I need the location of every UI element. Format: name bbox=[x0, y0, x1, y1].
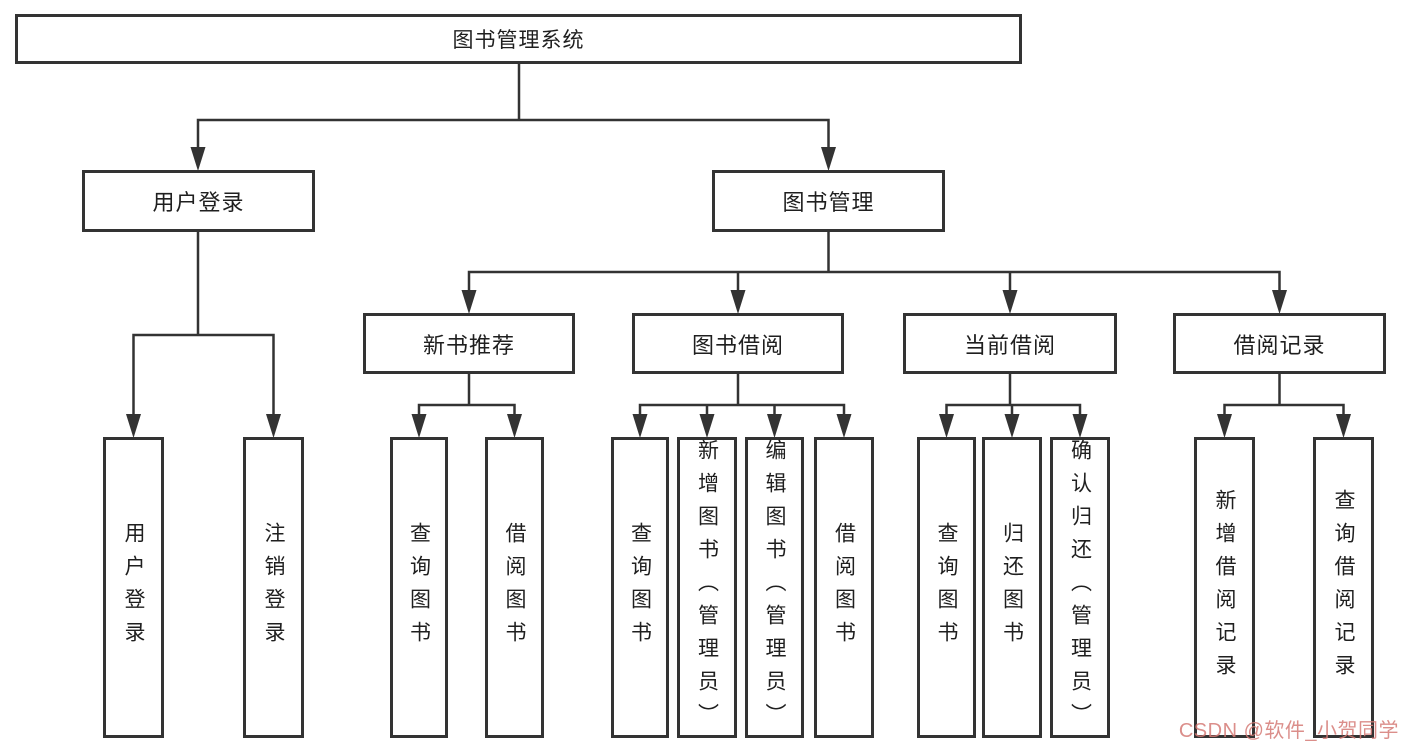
leaf-query-borrow-record-label: 查询借阅记录 bbox=[1332, 488, 1355, 687]
leaf-add-borrow-record: 新增借阅记录 bbox=[1194, 437, 1255, 738]
node-borrow-records: 借阅记录 bbox=[1173, 313, 1386, 374]
node-root-label: 图书管理系统 bbox=[452, 29, 585, 52]
leaf-edit-books-admin-label: 编辑图书（管理员） bbox=[763, 439, 786, 736]
connector-borrow-records bbox=[1223, 372, 1345, 417]
leaf-return-books-label: 归还图书 bbox=[1000, 521, 1024, 654]
leaf-query-books-1-label: 查询图书 bbox=[407, 521, 431, 654]
node-root: 图书管理系统 bbox=[15, 14, 1022, 64]
arrowhead-icon bbox=[1336, 414, 1351, 438]
leaf-query-books-2-label: 查询图书 bbox=[628, 521, 652, 654]
arrowhead-icon bbox=[939, 414, 954, 438]
arrowhead-icon bbox=[730, 290, 746, 314]
node-user-login-label: 用户登录 bbox=[152, 190, 245, 215]
leaf-borrow-books-1: 借阅图书 bbox=[485, 437, 544, 738]
leaf-add-books-admin: 新增图书（管理员） bbox=[677, 437, 737, 738]
leaf-query-books-2: 查询图书 bbox=[611, 437, 669, 738]
leaf-logout-label: 注销登录 bbox=[262, 521, 285, 654]
arrowhead-icon bbox=[836, 414, 852, 438]
node-borrow-records-label: 借阅记录 bbox=[1233, 332, 1326, 358]
leaf-borrow-books-1-label: 借阅图书 bbox=[503, 521, 526, 654]
arrowhead-icon bbox=[1272, 290, 1287, 314]
arrowhead-icon bbox=[1217, 414, 1232, 438]
arrowhead-icon bbox=[1002, 290, 1018, 314]
arrowhead-icon bbox=[190, 147, 206, 171]
leaf-query-books-3-label: 查询图书 bbox=[935, 521, 958, 654]
leaf-confirm-return-admin: 确认归还（管理员） bbox=[1050, 437, 1110, 738]
arrowhead-icon bbox=[1072, 414, 1088, 438]
arrowhead-icon bbox=[461, 290, 477, 314]
connector-current-borrow bbox=[945, 372, 1082, 417]
node-user-login: 用户登录 bbox=[82, 170, 315, 232]
leaf-add-books-admin-label: 新增图书（管理员） bbox=[695, 439, 719, 736]
connector-book-management bbox=[467, 230, 1281, 293]
node-current-borrow-label: 当前借阅 bbox=[963, 332, 1056, 358]
arrowhead-icon bbox=[767, 414, 782, 438]
arrowhead-icon bbox=[266, 414, 281, 438]
node-new-book-recommend: 新书推荐 bbox=[363, 313, 575, 374]
arrowhead-icon bbox=[126, 414, 141, 438]
arrowhead-icon bbox=[507, 414, 522, 438]
arrowhead-icon bbox=[411, 414, 427, 438]
arrowhead-icon bbox=[1004, 414, 1020, 438]
node-book-borrow: 图书借阅 bbox=[632, 313, 844, 374]
leaf-borrow-books-2-label: 借阅图书 bbox=[832, 521, 856, 654]
connector-user-login bbox=[132, 230, 275, 417]
leaf-edit-books-admin: 编辑图书（管理员） bbox=[745, 437, 804, 738]
node-book-borrow-label: 图书借阅 bbox=[691, 332, 784, 358]
leaf-user-login: 用户登录 bbox=[103, 437, 164, 738]
leaf-user-login-label: 用户登录 bbox=[122, 521, 145, 654]
leaf-add-borrow-record-label: 新增借阅记录 bbox=[1213, 488, 1236, 687]
arrowhead-icon bbox=[699, 414, 715, 438]
leaf-confirm-return-admin-label: 确认归还（管理员） bbox=[1068, 439, 1092, 736]
node-new-book-recommend-label: 新书推荐 bbox=[422, 332, 515, 358]
leaf-query-books-3: 查询图书 bbox=[917, 437, 976, 738]
node-current-borrow: 当前借阅 bbox=[903, 313, 1117, 374]
node-book-management: 图书管理 bbox=[712, 170, 945, 232]
connector-root bbox=[196, 63, 830, 150]
leaf-borrow-books-2: 借阅图书 bbox=[814, 437, 874, 738]
arrowhead-icon bbox=[821, 147, 836, 171]
node-book-management-label: 图书管理 bbox=[782, 190, 875, 215]
connector-new-book bbox=[417, 372, 516, 417]
connector-book-borrow bbox=[638, 372, 846, 417]
leaf-return-books: 归还图书 bbox=[982, 437, 1042, 738]
leaf-query-books-1: 查询图书 bbox=[390, 437, 448, 738]
leaf-logout: 注销登录 bbox=[243, 437, 304, 738]
leaf-query-borrow-record: 查询借阅记录 bbox=[1313, 437, 1374, 738]
arrowhead-icon bbox=[632, 414, 648, 438]
